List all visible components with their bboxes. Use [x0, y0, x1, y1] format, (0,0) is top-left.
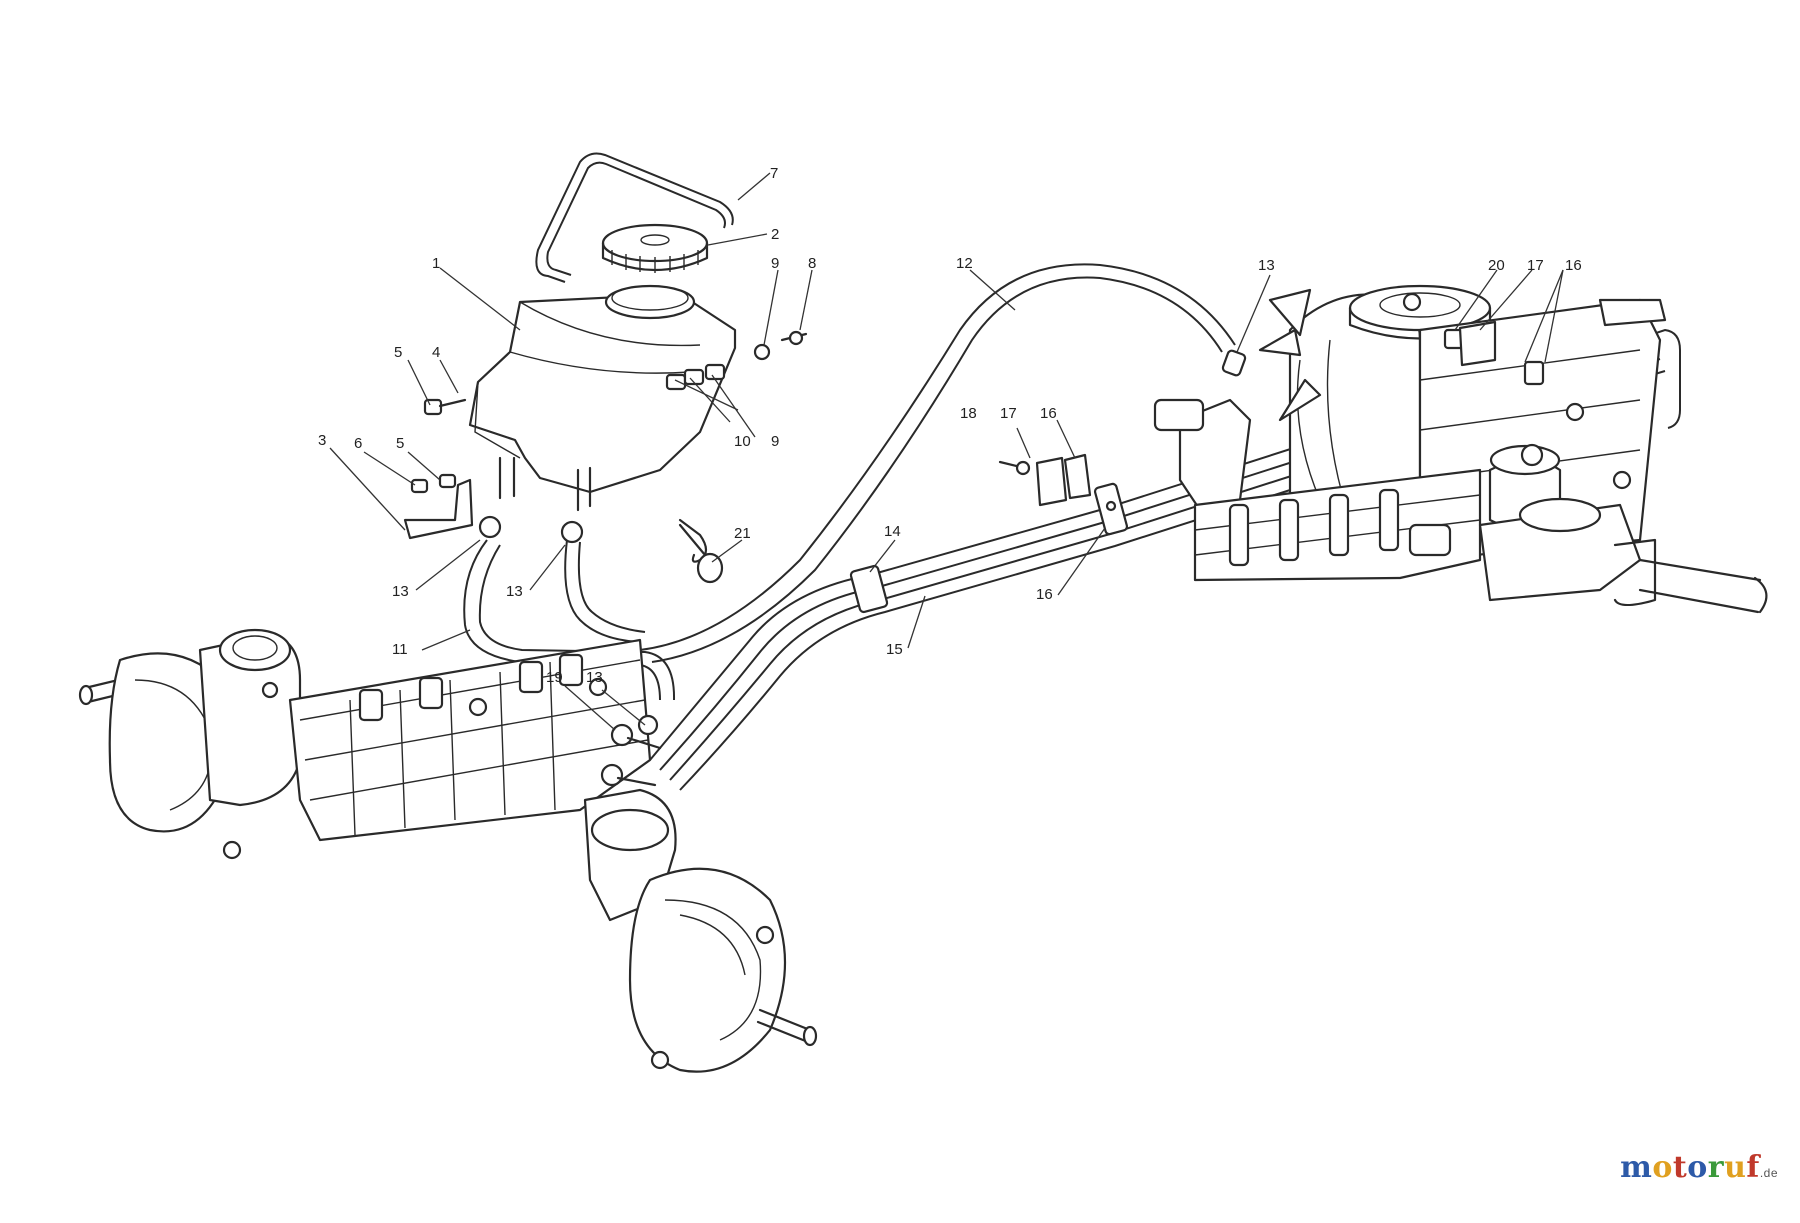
callout-8: 8 — [808, 255, 816, 272]
callout-13c: 13 — [586, 669, 603, 686]
callout-7: 7 — [770, 165, 778, 182]
callout-16c: 16 — [1040, 405, 1057, 422]
callout-1: 1 — [432, 255, 440, 272]
callout-6: 6 — [354, 435, 362, 452]
callout-13d: 13 — [1258, 257, 1275, 274]
callout-19: 19 — [546, 669, 563, 686]
watermark-letter: r — [1707, 1150, 1725, 1185]
reservoir-tank — [468, 284, 737, 512]
watermark-letter: t — [1672, 1150, 1688, 1185]
callout-21: 21 — [734, 525, 751, 542]
callout-10: 10 — [734, 433, 751, 450]
watermark-suffix: .de — [1759, 1166, 1778, 1180]
callout-13a: 13 — [392, 583, 409, 600]
leader-lines — [329, 172, 1564, 731]
callout-3: 3 — [318, 432, 326, 449]
vent-tube — [535, 152, 734, 283]
callout-17b: 17 — [1000, 405, 1017, 422]
watermark-letter: o — [1687, 1150, 1708, 1185]
watermark-letter: o — [1652, 1150, 1673, 1185]
callout-17a: 17 — [1527, 257, 1544, 274]
watermark-letter: f — [1746, 1150, 1760, 1185]
rear-transaxle — [1153, 284, 1768, 614]
callout-11: 11 — [392, 641, 408, 658]
watermark-letter: u — [1724, 1150, 1747, 1185]
watermark-letter: m — [1620, 1150, 1653, 1185]
watermark-logo: motoruf.de — [1620, 1150, 1778, 1185]
callout-18: 18 — [960, 405, 977, 422]
hose-11 — [463, 539, 676, 701]
callout-12: 12 — [956, 255, 973, 272]
front-transaxle — [78, 628, 818, 1073]
callout-5b: 5 — [396, 435, 404, 452]
hardware — [600, 320, 1545, 787]
callout-4: 4 — [432, 344, 440, 361]
tank-fittings — [403, 330, 808, 584]
callout-9b: 9 — [771, 433, 779, 450]
callout-14: 14 — [884, 523, 901, 540]
reservoir-cap — [601, 223, 709, 273]
hose-12 — [639, 263, 1236, 663]
callout-16a: 16 — [1036, 586, 1053, 603]
callout-9a: 9 — [771, 255, 779, 272]
callout-labels: 1 2 3 4 5 5 6 7 8 9 9 10 11 12 13 13 13 … — [318, 165, 1582, 686]
brake-lines — [649, 328, 1681, 791]
callout-13b: 13 — [506, 583, 523, 600]
callout-15: 15 — [886, 641, 903, 658]
callout-2: 2 — [771, 226, 779, 243]
callout-16b: 16 — [1565, 257, 1582, 274]
callout-20: 20 — [1488, 257, 1505, 274]
callout-5a: 5 — [394, 344, 402, 361]
